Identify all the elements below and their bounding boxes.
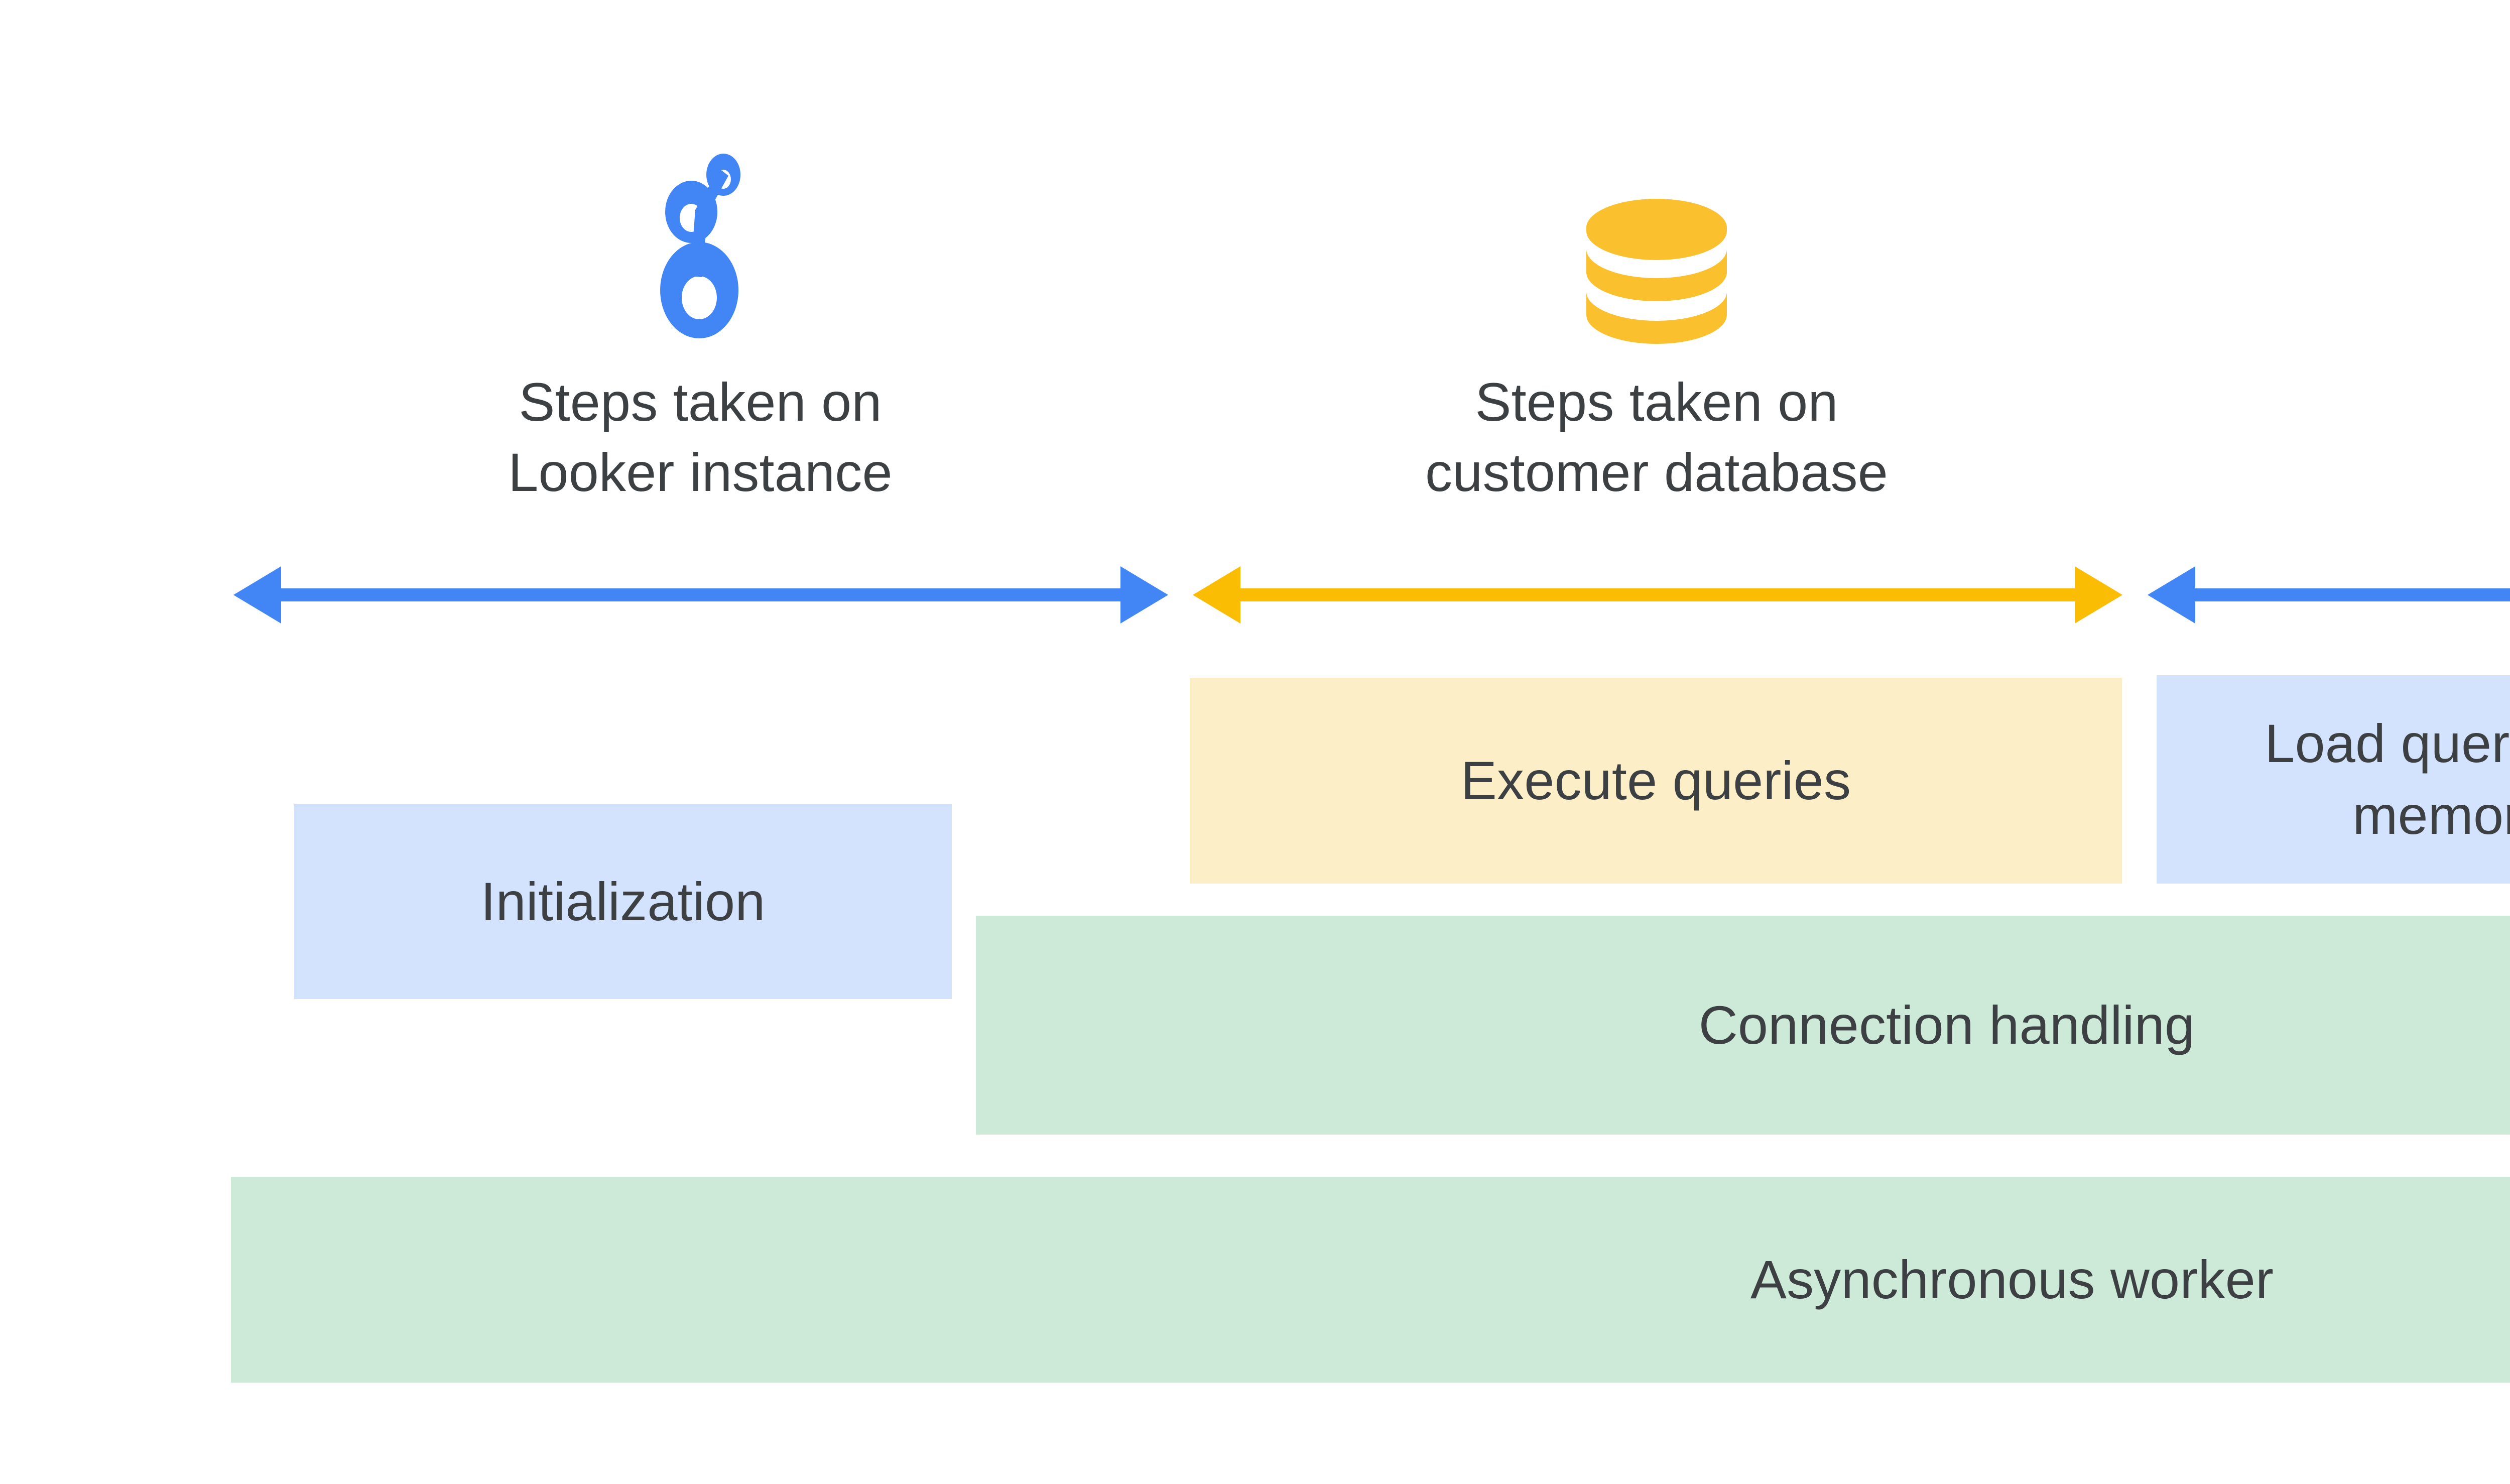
span-arrow-looker-right — [2148, 562, 2510, 628]
phase-caption-line-2: customer database — [1425, 442, 1888, 503]
phase-group-customer-database: Steps taken on customer database — [1290, 151, 2023, 508]
phase-caption-customer-database: Steps taken on customer database — [1425, 367, 1888, 508]
stage-box-initialization[interactable]: Initialization — [294, 804, 952, 999]
database-icon — [1586, 151, 1727, 344]
stage-box-label-line-1: Load queries in — [2265, 712, 2510, 774]
phase-caption-line-1: Steps taken on — [519, 372, 882, 432]
stage-box-label: Initialization — [480, 871, 766, 932]
span-arrow-database — [1193, 562, 2122, 628]
stage-box-asynchronous-worker[interactable]: Asynchronous worker — [231, 1177, 2510, 1383]
stage-box-execute-queries[interactable]: Execute queries — [1190, 678, 2122, 884]
phase-group-looker-instance-left: Steps taken on Looker instance — [336, 151, 1064, 508]
stage-box-load-queries-in-memory[interactable]: Load queries in memory — [2157, 675, 2510, 884]
stage-box-label: Connection handling — [1698, 994, 2195, 1055]
phase-caption-line-1: Steps taken on — [1475, 372, 1838, 432]
phase-caption-looker-instance-left: Steps taken on Looker instance — [508, 367, 893, 508]
stage-box-label: Execute queries — [1460, 750, 1851, 811]
span-arrow-looker-left — [233, 562, 1168, 628]
phase-caption-line-2: Looker instance — [508, 442, 893, 503]
looker-logo-icon — [660, 151, 741, 344]
stage-box-label-line-2: memory — [2352, 784, 2510, 845]
stage-box-connection-handling[interactable]: Connection handling — [976, 916, 2510, 1135]
stage-box-label: Load queries in memory — [2265, 708, 2510, 851]
stage-box-label: Asynchronous worker — [1750, 1249, 2274, 1310]
